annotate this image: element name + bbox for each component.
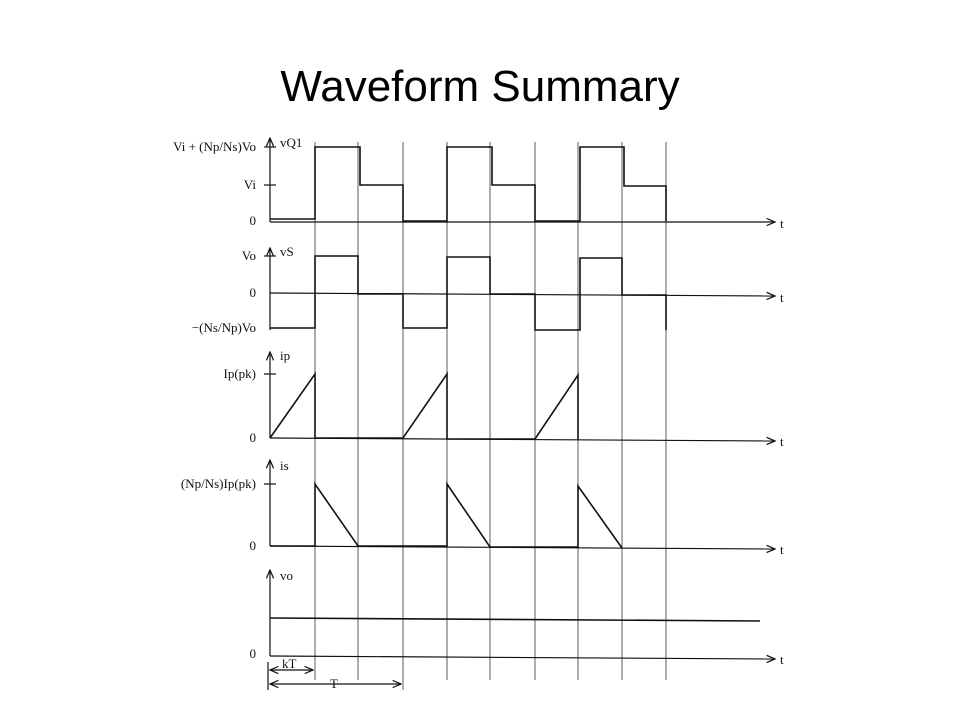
slide-title: Waveform Summary [280, 62, 680, 111]
vo-t-label: t [780, 652, 784, 667]
panel-vo: 0 vo t [250, 568, 785, 667]
vq1-signal-label: vQ1 [280, 135, 302, 150]
vo-waveform [269, 617, 761, 622]
is-t-label: t [780, 542, 784, 557]
ip-t-label: t [780, 434, 784, 449]
vo-level-zero-label: 0 [250, 646, 257, 661]
ip-signal-label: ip [280, 348, 290, 363]
vs-level-low-label: −(Ns/Np)Vo [192, 320, 256, 335]
vs-signal-label: vS [280, 244, 294, 259]
timing-gridlines [314, 142, 667, 690]
vs-waveform [270, 255, 667, 331]
kt-interval-label: kT [282, 656, 297, 671]
ip-waveform [269, 371, 579, 440]
panel-ip: Ip(pk) 0 ip t [224, 348, 785, 449]
t-interval-label: T [330, 676, 338, 691]
vo-signal-label: vo [280, 568, 293, 583]
panel-is: (Np/Ns)Ip(pk) 0 is t [181, 458, 784, 557]
vq1-level-zero-label: 0 [250, 213, 257, 228]
is-level-zero-label: 0 [250, 538, 257, 553]
vq1-level-high-label: Vi + (Np/Ns)Vo [173, 139, 256, 154]
vq1-waveform [270, 146, 667, 222]
interval-markers: kT T [267, 656, 401, 691]
vs-t-label: t [780, 290, 784, 305]
is-waveform [270, 481, 623, 549]
vs-level-zero-label: 0 [250, 285, 257, 300]
panel-vq1: Vi + (Np/Ns)Vo Vi 0 vQ1 t [173, 135, 784, 231]
panel-vs: Vo 0 −(Ns/Np)Vo vS t [192, 244, 784, 335]
vo-time-axis [269, 656, 775, 659]
is-level-peak-label: (Np/Ns)Ip(pk) [181, 476, 256, 491]
ip-level-peak-label: Ip(pk) [224, 366, 257, 381]
vq1-level-mid-label: Vi [244, 177, 257, 192]
is-signal-label: is [280, 458, 289, 473]
vs-level-high-label: Vo [242, 248, 256, 263]
ip-level-zero-label: 0 [250, 430, 257, 445]
vq1-t-label: t [780, 216, 784, 231]
